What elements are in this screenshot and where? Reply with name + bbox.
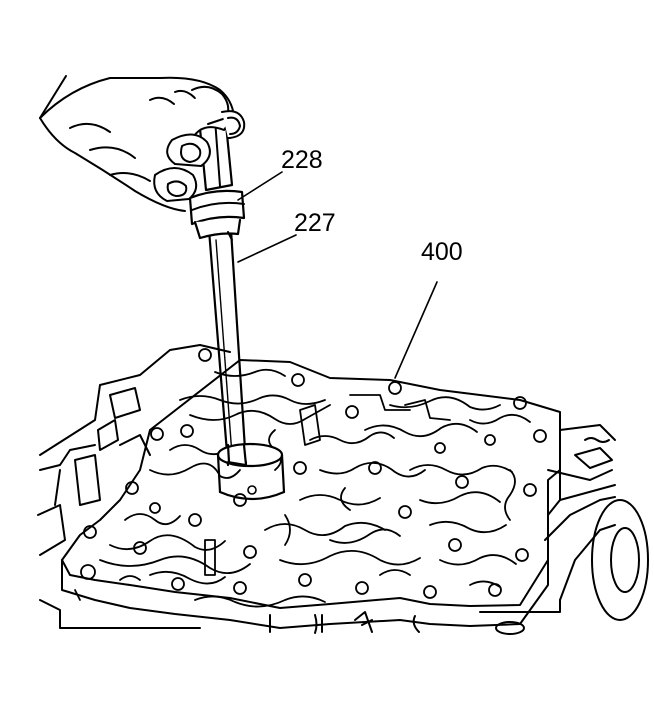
leader-227 (237, 234, 297, 263)
valve-body-plate (61, 348, 561, 629)
callout-label-228: 228 (281, 146, 323, 174)
transmission-case (37, 344, 649, 635)
leader-lines (237, 171, 438, 379)
callout-label-227: 227 (294, 209, 336, 237)
tool-227 (207, 228, 286, 501)
technician-hand (39, 75, 246, 212)
leader-400 (394, 281, 438, 379)
bolt-holes (80, 348, 547, 599)
leader-228 (237, 171, 283, 201)
callout-label-400: 400 (421, 238, 463, 266)
